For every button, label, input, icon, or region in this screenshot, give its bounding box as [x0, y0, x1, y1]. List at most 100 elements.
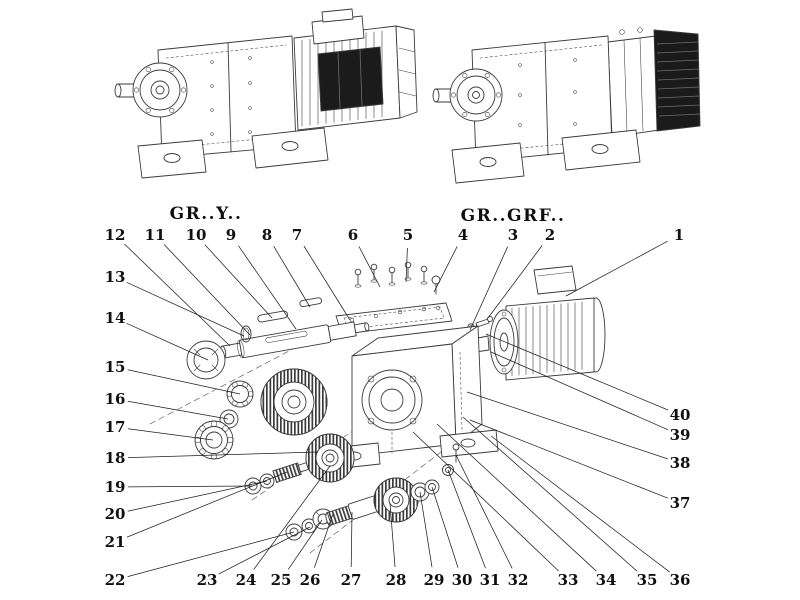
leader-line-17 — [127, 428, 214, 441]
callout-number-38: 38 — [670, 454, 691, 472]
callout-number-37: 37 — [670, 494, 691, 512]
leader-line-7 — [303, 245, 351, 321]
leader-line-37 — [469, 419, 669, 499]
callout-number-29: 29 — [424, 571, 445, 589]
mounting-foot — [451, 142, 525, 184]
callout-number-11: 11 — [145, 226, 166, 244]
leader-line-1 — [565, 240, 668, 297]
leader-line-11 — [163, 244, 251, 336]
intermediate-gear — [305, 433, 355, 483]
callout-number-8: 8 — [262, 226, 272, 244]
callout-number-2: 2 — [545, 226, 555, 244]
callout-number-22: 22 — [105, 571, 126, 589]
leader-line-27 — [350, 511, 353, 568]
leader-line-21 — [126, 471, 288, 538]
motor-unit — [467, 265, 606, 381]
callout-number-32: 32 — [508, 571, 529, 589]
compact-motor-block — [607, 27, 701, 138]
callout-number-16: 16 — [105, 390, 126, 408]
callout-number-25: 25 — [271, 571, 292, 589]
callout-number-10: 10 — [186, 226, 207, 244]
gear-housing-left — [114, 35, 329, 179]
shaft-key — [299, 297, 323, 308]
callout-number-23: 23 — [197, 571, 218, 589]
output-shaft-hub — [432, 68, 503, 122]
mounting-foot — [137, 139, 207, 179]
leader-line-29 — [419, 491, 433, 568]
housing-bore — [361, 369, 423, 431]
callout-number-12: 12 — [105, 226, 126, 244]
shaft-key — [257, 310, 288, 323]
exploded-view — [149, 261, 606, 554]
leader-line-9 — [238, 245, 297, 330]
leader-line-28 — [389, 502, 396, 568]
callout-number-24: 24 — [236, 571, 257, 589]
callout-number-13: 13 — [105, 268, 126, 286]
leader-line-14 — [126, 323, 209, 361]
callout-number-21: 21 — [105, 533, 126, 551]
assembled-view-gr-y — [114, 8, 418, 179]
callout-number-36: 36 — [670, 571, 691, 589]
pinion-shaft — [272, 462, 310, 483]
gear-housing — [331, 325, 499, 470]
leader-line-18 — [127, 451, 319, 458]
leader-line-25 — [287, 519, 323, 570]
leader-line-20 — [127, 480, 268, 512]
ball-bearing — [194, 420, 234, 460]
bottom-shaft-assembly — [285, 443, 460, 541]
leader-line-6 — [358, 246, 381, 288]
keyway — [265, 330, 308, 343]
leader-line-4 — [433, 246, 458, 293]
gear-housing-right — [432, 35, 641, 184]
callout-number-31: 31 — [480, 571, 501, 589]
leader-line-15 — [127, 369, 241, 395]
callout-number-14: 14 — [105, 309, 126, 327]
callout-number-1: 1 — [674, 226, 684, 244]
callout-number-3: 3 — [508, 226, 518, 244]
callout-number-28: 28 — [386, 571, 407, 589]
mounting-foot — [561, 129, 641, 171]
output-shaft-group — [219, 297, 370, 359]
leader-line-13 — [126, 282, 245, 337]
callout-number-5: 5 — [403, 226, 413, 244]
callout-number-27: 27 — [341, 571, 362, 589]
callout-number-40: 40 — [670, 406, 691, 424]
leader-line-30 — [431, 486, 459, 568]
callout-number-17: 17 — [105, 418, 126, 436]
leader-line-35 — [462, 416, 638, 572]
leader-line-22 — [127, 531, 295, 577]
leader-line-23 — [218, 526, 311, 575]
leader-line-8 — [273, 246, 311, 308]
motor-stator-dark-block — [317, 46, 384, 112]
callout-number-26: 26 — [300, 571, 321, 589]
leader-line-26 — [313, 513, 334, 568]
callout-number-30: 30 — [452, 571, 473, 589]
callout-number-15: 15 — [105, 358, 126, 376]
bolt — [452, 443, 460, 463]
callout-number-9: 9 — [226, 226, 236, 244]
leader-line-16 — [127, 400, 229, 420]
leader-line-12 — [124, 243, 231, 347]
leader-line-40 — [485, 333, 669, 411]
variant-label-gr-grf: GR..GRF.. — [461, 206, 566, 226]
callout-number-33: 33 — [558, 571, 579, 589]
callout-number-18: 18 — [105, 449, 126, 467]
leader-line-34 — [436, 423, 597, 572]
callout-number-19: 19 — [105, 478, 126, 496]
leader-line-38 — [466, 391, 668, 460]
motor-with-fan-cover — [293, 8, 418, 131]
leader-line-32 — [455, 454, 513, 569]
housing-foot — [439, 429, 499, 458]
leader-line-3 — [469, 246, 508, 331]
callout-number-4: 4 — [458, 226, 468, 244]
housing-side-face — [451, 325, 483, 445]
leader-line-33 — [412, 431, 559, 572]
callout-number-7: 7 — [292, 226, 302, 244]
variant-label-gr-y: GR..Y.. — [170, 204, 243, 224]
leader-line-5 — [405, 247, 408, 283]
callout-number-35: 35 — [637, 571, 658, 589]
callout-number-39: 39 — [670, 426, 691, 444]
oil-seal — [186, 340, 226, 380]
callout-number-6: 6 — [348, 226, 358, 244]
